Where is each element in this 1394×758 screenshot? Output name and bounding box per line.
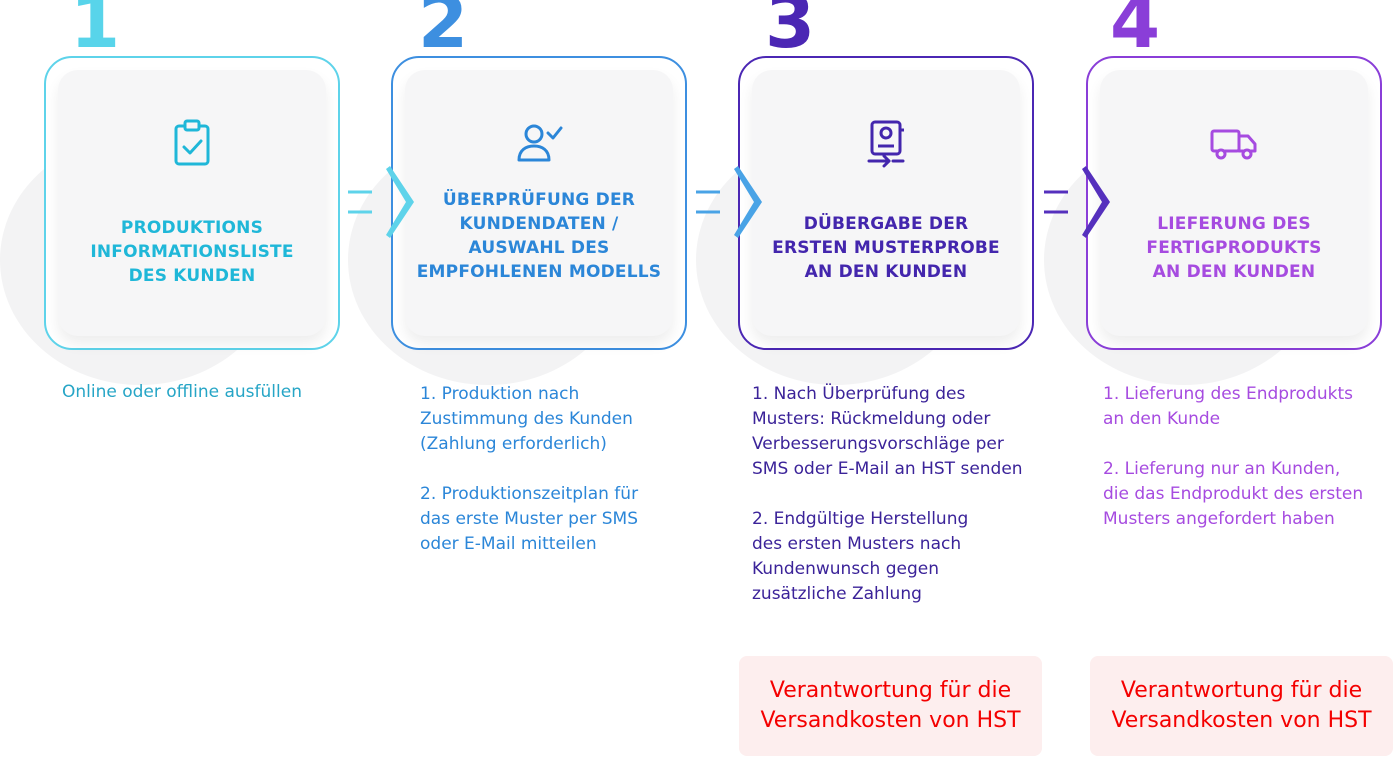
- step-3-card-inner: [752, 70, 1020, 336]
- step-2-card: ÜBERPRÜFUNG DER KUNDENDATEN / AUSWAHL DE…: [391, 56, 687, 350]
- arrow-2-to-3-icon: [696, 166, 762, 238]
- step-4-card: LIEFERUNG DES FERTIGPRODUKTS AN DEN KUND…: [1086, 56, 1382, 350]
- step-2-title: ÜBERPRÜFUNG DER KUNDENDATEN / AUSWAHL DE…: [416, 190, 662, 282]
- step-2-card-inner: [405, 70, 673, 336]
- shipping-cost-note-step-3: Verantwortung für die Versandkosten von …: [739, 656, 1042, 756]
- step-1-description: Online oder offline ausfüllen: [62, 382, 302, 402]
- step-3-number: 3: [765, 0, 816, 64]
- step-2-description: 1. Produktion nach Zustimmung des Kunden…: [420, 384, 639, 554]
- step-1-card-inner: [58, 70, 326, 336]
- step-4-title: LIEFERUNG DES FERTIGPRODUKTS AN DEN KUND…: [1146, 214, 1322, 282]
- user-check-icon: [517, 124, 563, 162]
- clipboard-check-icon: [174, 119, 210, 166]
- step-3-title: DÜBERGABE DER ERSTEN MUSTERPROBE AN DEN …: [772, 214, 1000, 282]
- step-1-card: PRODUKTIONS INFORMATIONSLISTE DES KUNDEN: [44, 56, 340, 350]
- step-4-number: 4: [1110, 0, 1161, 64]
- step-3-card: DÜBERGABE DER ERSTEN MUSTERPROBE AN DEN …: [738, 56, 1034, 350]
- delivery-truck-icon: [1210, 129, 1257, 160]
- step-3-description: 1. Nach Überprüfung des Musters: Rückmel…: [752, 384, 1023, 604]
- badge-transfer-icon: [867, 120, 905, 168]
- step-1-title: PRODUKTIONS INFORMATIONSLISTE DES KUNDEN: [90, 218, 294, 286]
- shipping-cost-note-step-4: Verantwortung für die Versandkosten von …: [1090, 656, 1393, 756]
- step-4-description: 1. Lieferung des Endprodukts an den Kund…: [1103, 384, 1364, 529]
- step-2-number: 2: [418, 0, 469, 64]
- arrow-3-to-4-icon: [1044, 166, 1110, 238]
- step-1-number: 1: [70, 0, 121, 64]
- step-4-card-inner: [1100, 70, 1368, 336]
- arrow-1-to-2-icon: [348, 166, 414, 238]
